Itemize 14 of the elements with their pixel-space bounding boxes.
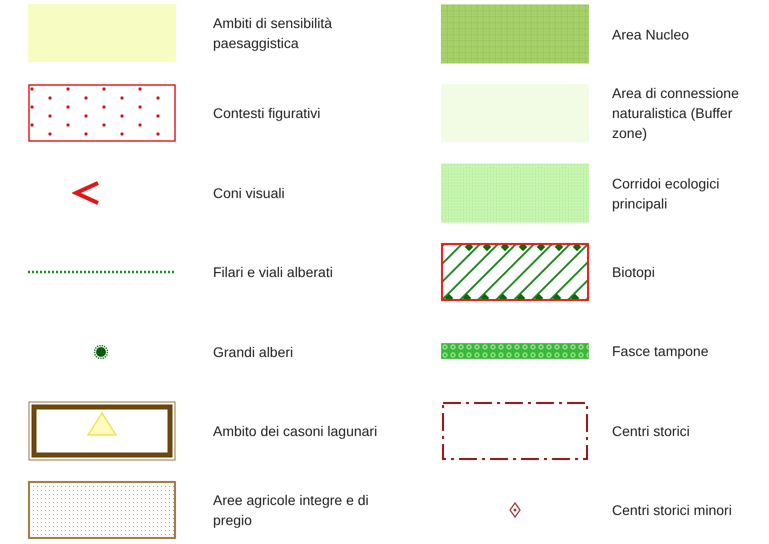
legend-label: Biotopi [612, 263, 656, 282]
legend-label: Ambito dei casoni lagunari [213, 422, 378, 441]
legend-label: Corridoi ecologici principali [612, 174, 720, 213]
legend-label: Contesti figurativi [213, 104, 322, 123]
legend-label: Fasce tampone [612, 342, 710, 361]
legend-label: Area di connessione naturalistica (Buffer zone) [612, 84, 740, 143]
legend-label: Area Nucleo [612, 25, 690, 44]
legend-label: Centri storici minori [612, 501, 733, 520]
legend-label: Centri storici [612, 422, 691, 441]
legend-label: Grandi alberi [213, 343, 294, 362]
legend-label: Coni visuali [213, 184, 286, 203]
legend-label: Ambiti di sensibilità paesaggistica [213, 14, 334, 53]
legend-label: Filari e viali alberati [213, 263, 334, 282]
legend-label: Aree agricole integre e di pregio [213, 491, 370, 530]
